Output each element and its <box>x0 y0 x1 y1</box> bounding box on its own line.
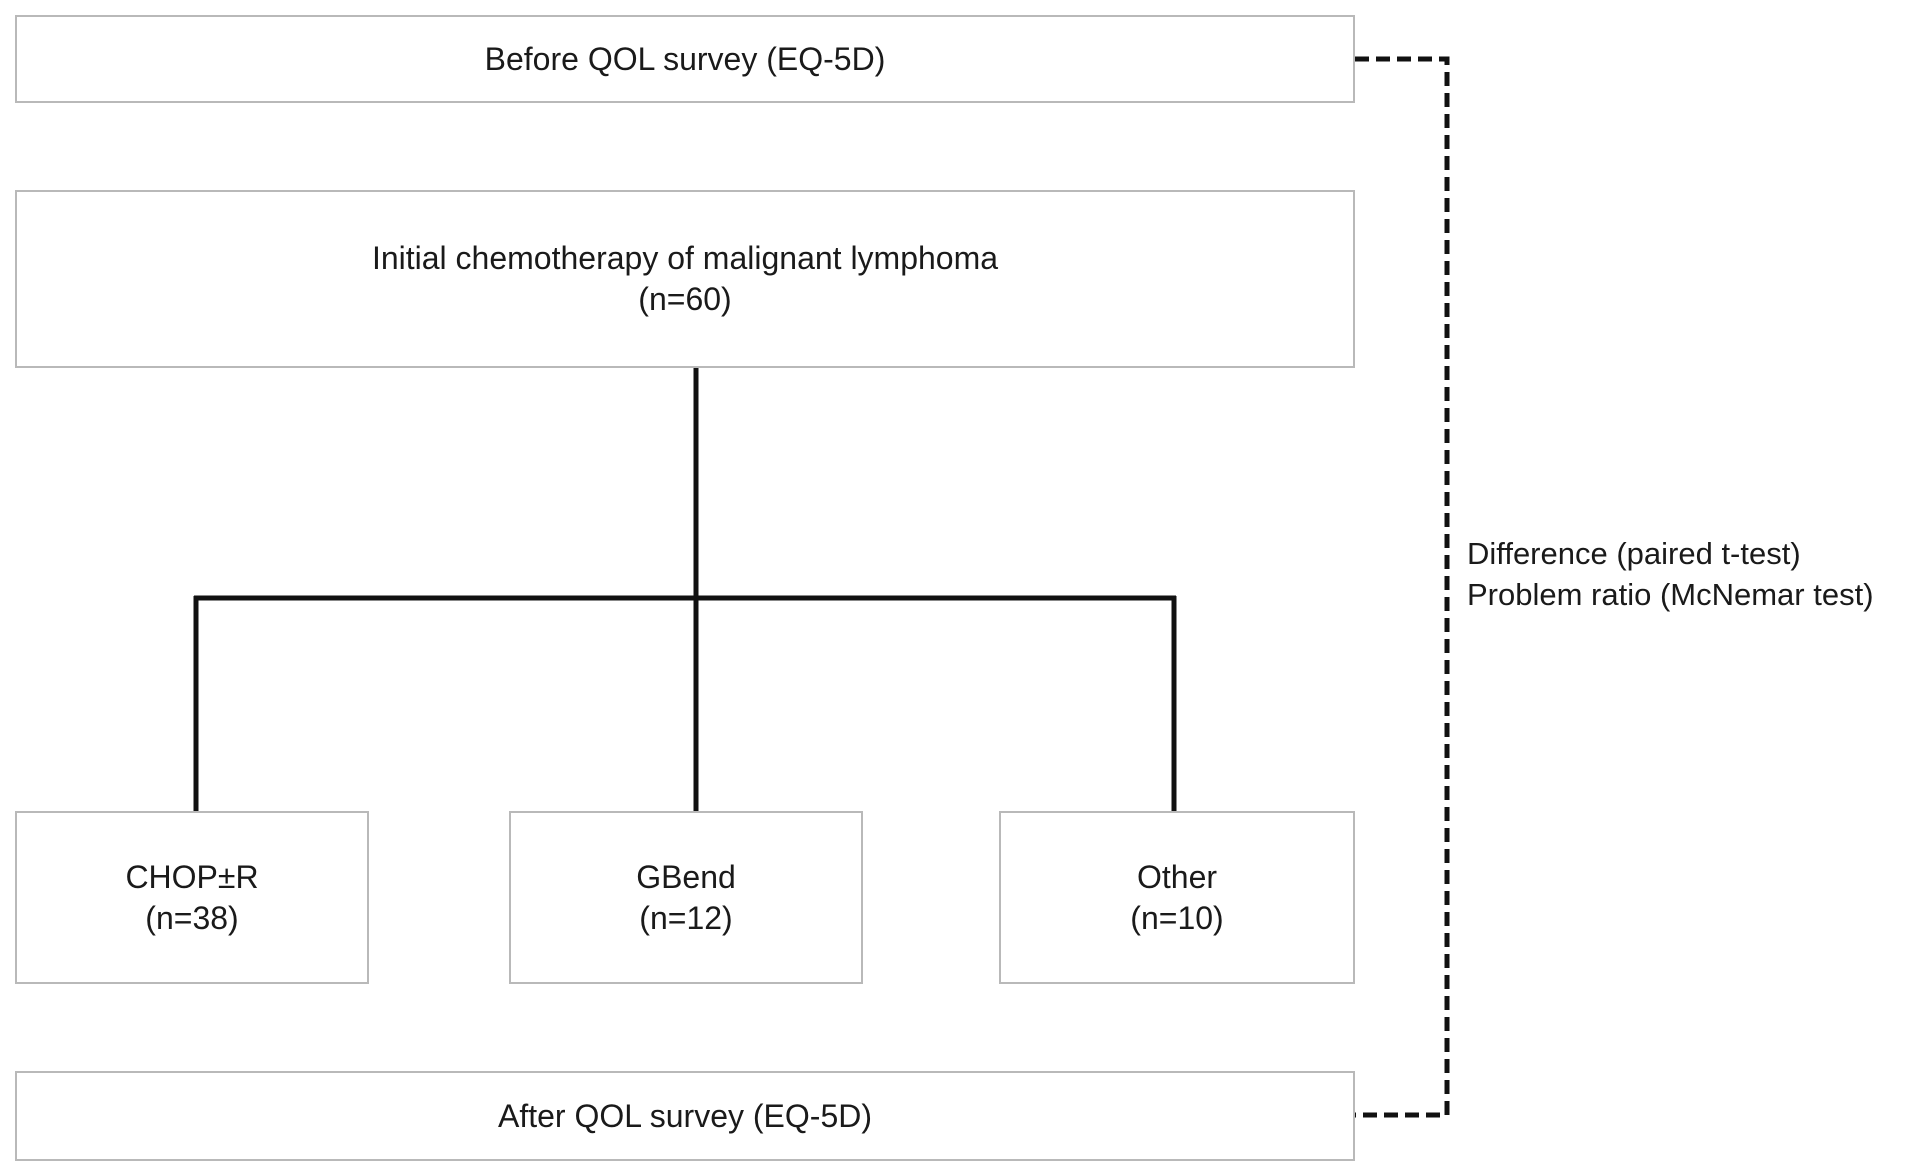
after-survey-box: After QOL survey (EQ-5D) <box>15 1071 1355 1161</box>
comparison-bracket <box>1355 56 1450 1118</box>
comparison-line-2: Problem ratio (McNemar test) <box>1467 577 1874 612</box>
after-survey-label: After QOL survey (EQ-5D) <box>498 1097 872 1134</box>
regimen-box-chop: CHOP±R (n=38) <box>15 811 369 984</box>
regimen-count: (n=10) <box>1130 899 1224 936</box>
before-survey-box: Before QOL survey (EQ-5D) <box>15 15 1355 103</box>
regimen-name: Other <box>1136 858 1218 895</box>
regimen-box-other: Other (n=10) <box>999 811 1355 984</box>
comparison-line-1: Difference (paired t-test) <box>1467 536 1801 571</box>
before-survey-label: Before QOL survey (EQ-5D) <box>484 40 886 77</box>
regimen-count: (n=38) <box>145 899 239 936</box>
initial-chemo-title: Initial chemotherapy of malignant lympho… <box>371 240 999 276</box>
initial-chemo-box: Initial chemotherapy of malignant lympho… <box>15 190 1355 368</box>
initial-chemo-count: (n=60) <box>638 281 732 317</box>
regimen-box-gbend: GBend (n=12) <box>509 811 863 984</box>
regimen-count: (n=12) <box>639 899 733 936</box>
regimen-name: CHOP±R <box>125 858 259 895</box>
comparison-note: Difference (paired t-test) Problem ratio… <box>1467 533 1874 615</box>
regimen-name: GBend <box>636 858 736 895</box>
